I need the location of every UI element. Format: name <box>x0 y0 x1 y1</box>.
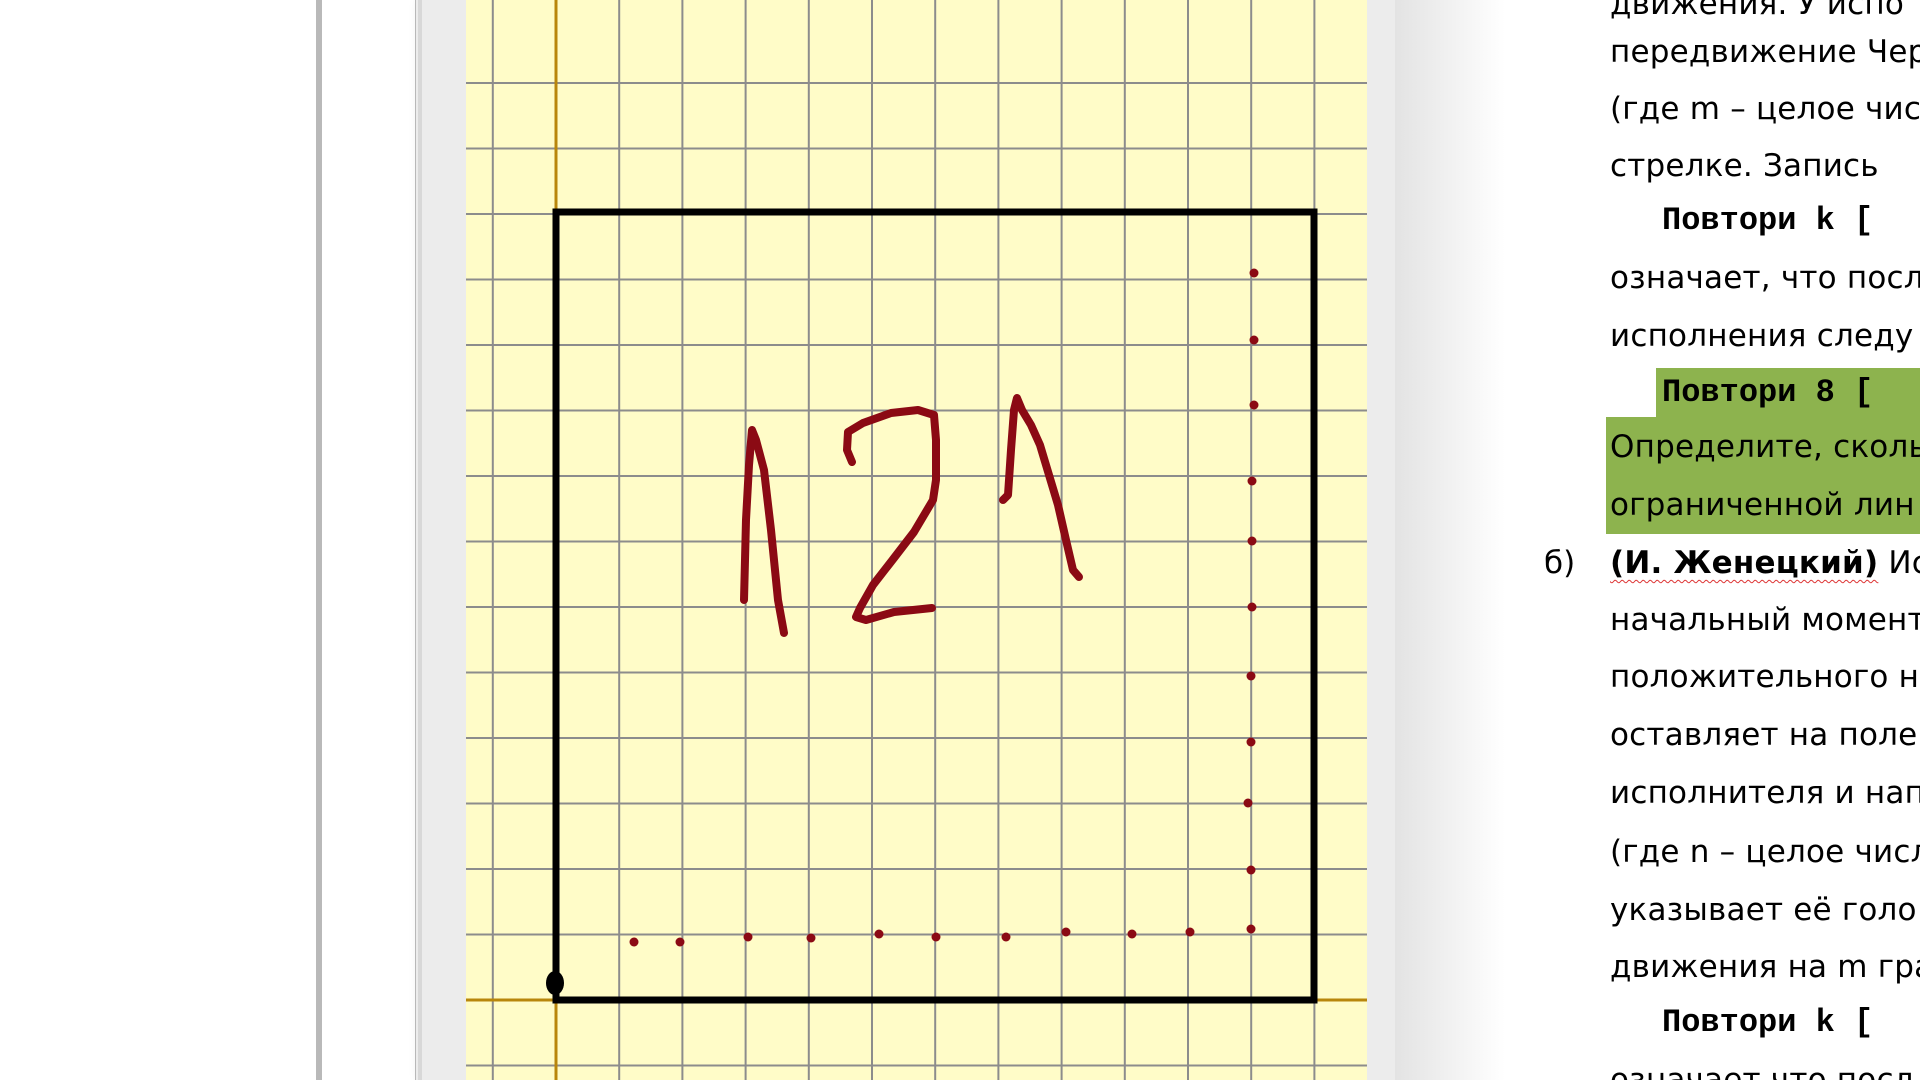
guide-dot <box>1249 268 1259 278</box>
turtle-start-point <box>546 971 564 995</box>
field-background <box>466 0 1367 1080</box>
guide-dot <box>1246 737 1256 747</box>
guide-dot <box>1249 335 1259 345</box>
turtle-path-square <box>552 208 1318 1004</box>
guide-dot <box>931 932 941 942</box>
guide-dot <box>874 929 884 939</box>
doc-line: положительного н <box>1610 659 1920 695</box>
guide-dot <box>743 932 753 942</box>
doc-line: указывает её голо <box>1610 892 1917 928</box>
doc-line: (где m – целое чис <box>1610 91 1920 127</box>
guide-dot <box>629 937 639 947</box>
guide-dot <box>1243 798 1253 808</box>
guide-dot <box>675 937 685 947</box>
digit-1-left <box>740 426 788 637</box>
guide-dot <box>1247 536 1257 546</box>
left-page-rule <box>316 0 322 1080</box>
highlight-block-1 <box>1656 368 1920 417</box>
guide-dot <box>1061 927 1071 937</box>
highlight-block-2 <box>1606 417 1920 534</box>
doc-line-highlighted: ограниченной лин <box>1610 487 1915 523</box>
guide-dot <box>1246 924 1256 934</box>
code-line: Повтори k [ <box>1662 1004 1874 1041</box>
dotted-guides <box>629 268 1259 947</box>
digit-2 <box>843 406 940 624</box>
handwritten-121 <box>740 394 1083 637</box>
doc-line: передвижение Чер <box>1610 34 1920 70</box>
doc-line: означает, что посл <box>1610 260 1920 296</box>
digit-1-right <box>999 394 1083 581</box>
item-heading-line: (И. Женецкий) Исп <box>1610 545 1920 581</box>
doc-line: оставляет на поле <box>1610 717 1918 753</box>
doc-line: исполнителя и нап <box>1610 775 1920 811</box>
guide-dot <box>1246 865 1256 875</box>
code-line: Повтори k [ <box>1662 202 1874 239</box>
left-gap <box>322 0 415 1080</box>
guide-dot <box>1247 476 1257 486</box>
item-number: б) <box>1544 545 1576 581</box>
guide-dot <box>1127 929 1137 939</box>
guide-dot <box>1001 932 1011 942</box>
author-name: (И. Женецкий) <box>1610 545 1879 581</box>
window-inner-edge <box>418 0 422 1080</box>
code-line-highlighted: Повтори 8 [ <box>1662 374 1874 411</box>
left-page-margin <box>0 0 316 1080</box>
doc-line: означает что посл <box>1610 1062 1914 1080</box>
guide-dot <box>1185 927 1195 937</box>
doc-line: движения на m гра <box>1610 949 1920 985</box>
doc-line-highlighted: Определите, сколь <box>1610 429 1920 465</box>
guide-dot <box>1249 400 1259 410</box>
doc-line: стрелке. Запись <box>1610 148 1879 184</box>
document-page: движения. У испо передвижение Чер (где m… <box>1500 0 1920 1080</box>
guide-dot <box>1246 671 1256 681</box>
doc-line: движения. У испо <box>1610 0 1904 22</box>
page-shadow <box>1395 0 1505 1080</box>
turtle-field[interactable] <box>466 0 1367 1080</box>
doc-line: (где n – целое числ <box>1610 834 1920 870</box>
doc-line: исполнения следу <box>1610 318 1914 354</box>
item-text: Исп <box>1888 545 1920 581</box>
guide-dot <box>806 933 816 943</box>
doc-line: начальный момент <box>1610 602 1920 638</box>
guide-dot <box>1247 602 1257 612</box>
